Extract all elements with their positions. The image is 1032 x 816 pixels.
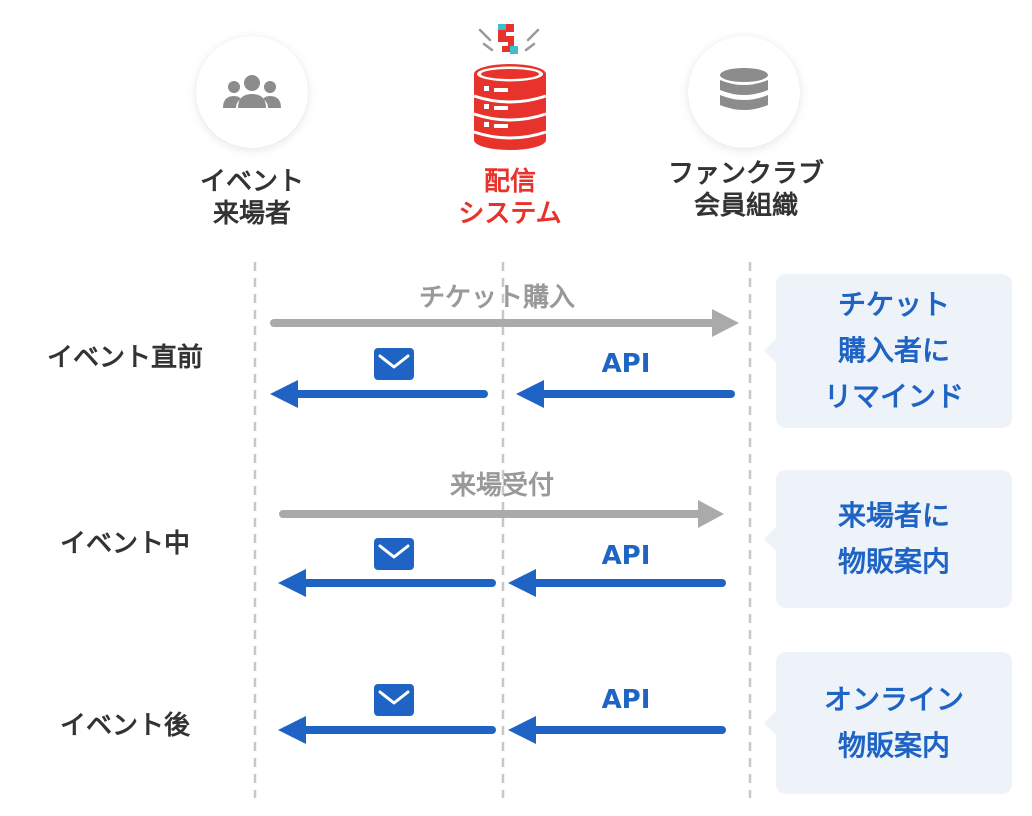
actor-label-fanclub-line1: ファンクラブ: [667, 159, 824, 189]
attendee-avatar-circle: [196, 36, 308, 148]
actor-label-attendee: イベント 来場者: [142, 166, 362, 230]
mail-icon: [374, 684, 414, 716]
database-icon: [473, 64, 547, 150]
callout-merch-onsite-line1: 来場者に: [837, 499, 950, 532]
flow-label-entry-reception: 来場受付: [449, 471, 554, 501]
callout-reminder-line2: 購入者に: [837, 334, 950, 367]
actor-label-system: 配信 システム: [400, 166, 620, 230]
callout-merch-online-line1: オンライン: [823, 683, 964, 716]
mail-icon: [374, 348, 414, 380]
arrow-ticket-purchase: [270, 309, 739, 337]
system-logo-icon: [478, 24, 540, 54]
actor-label-system-line1: 配信: [483, 167, 536, 197]
actor-label-attendee-line2: 来場者: [212, 199, 291, 229]
row-label-before: イベント直前: [46, 343, 203, 373]
actor-label-attendee-line1: イベント: [199, 167, 304, 197]
arrow-mail-row3: [278, 716, 496, 744]
actor-label-system-line2: システム: [458, 199, 562, 229]
flow-label-api-row2: API: [601, 541, 651, 571]
flow-label-ticket-purchase: チケット購入: [418, 283, 575, 313]
actor-label-fanclub-line2: 会員組織: [693, 191, 798, 221]
callout-merch-online-text: オンライン 物販案内: [824, 677, 964, 769]
flow-label-api-row1: API: [601, 349, 651, 379]
callout-reminder: チケット 購入者に リマインド: [764, 274, 1012, 428]
callout-merch-online: オンライン 物販案内: [764, 652, 1012, 794]
callout-merch-onsite-text: 来場者に 物販案内: [838, 493, 950, 585]
arrow-mail-row2: [278, 569, 496, 597]
arrow-mail-row1: [270, 380, 488, 408]
people-icon: [223, 75, 281, 108]
callout-merch-onsite: 来場者に 物販案内: [764, 470, 1012, 608]
arrow-api-row3: [508, 716, 726, 744]
arrow-entry-reception: [279, 500, 724, 528]
row-label-after: イベント後: [59, 711, 190, 741]
callout-reminder-line1: チケット: [837, 288, 950, 321]
arrow-api-row1: [516, 380, 735, 408]
callout-merch-onsite-line2: 物販案内: [837, 545, 950, 578]
row-label-during: イベント中: [59, 529, 190, 559]
flow-label-api-row3: API: [601, 685, 651, 715]
callout-reminder-line3: リマインド: [823, 380, 964, 413]
arrow-api-row2: [508, 569, 726, 597]
database-icon: [720, 68, 768, 110]
callout-merch-online-line2: 物販案内: [837, 729, 950, 762]
callout-reminder-text: チケット 購入者に リマインド: [824, 282, 964, 420]
mail-icon: [374, 538, 414, 570]
actor-label-fanclub: ファンクラブ 会員組織: [636, 158, 856, 222]
